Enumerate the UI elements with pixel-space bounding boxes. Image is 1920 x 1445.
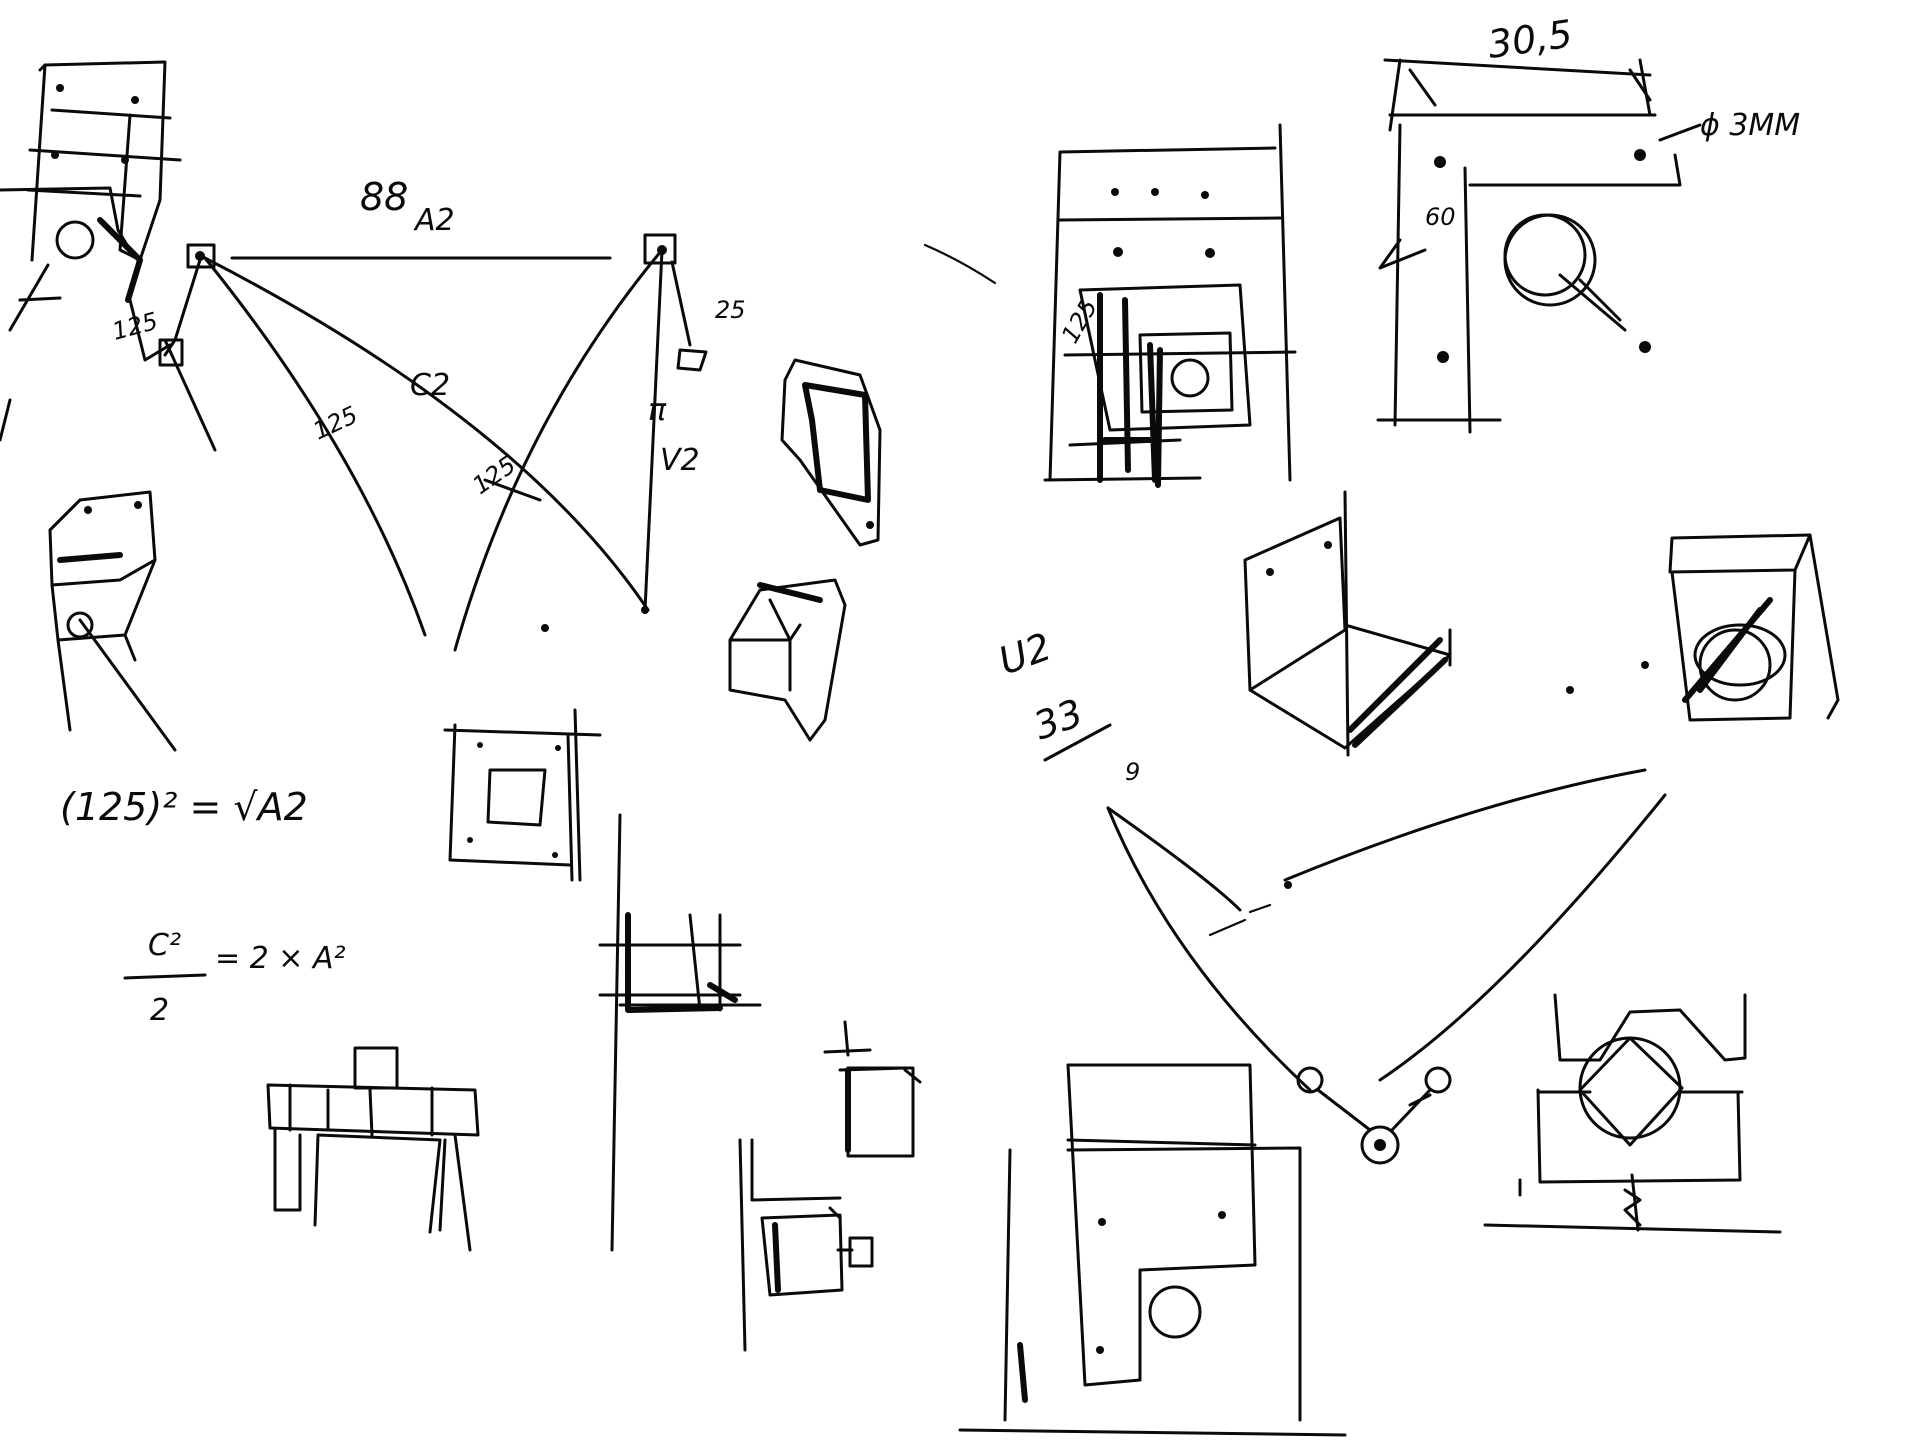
- triangle-diagram: C2 125 125 25 π V2 125: [109, 233, 746, 652]
- label-u2: U2: [993, 624, 1057, 683]
- frame-elevation-sketch: 125: [1043, 123, 1297, 488]
- label-c2: C2: [410, 368, 450, 403]
- round-on-base-sketch: [1483, 993, 1782, 1234]
- label-9: 9: [1125, 758, 1140, 786]
- label-60: 60: [1425, 203, 1456, 231]
- clamp-small-bottom: [738, 1138, 874, 1352]
- label-125-left: 125: [109, 307, 160, 346]
- label-pi: π: [648, 393, 667, 428]
- formula-2-num: C²: [148, 928, 181, 963]
- label-88: 88: [360, 175, 408, 219]
- label-a2: A2: [413, 203, 455, 238]
- pivot-node-left: [163, 243, 216, 357]
- bracket-sketch-topleft: [0, 60, 217, 452]
- label-3mm: ϕ 3MM: [1700, 108, 1800, 143]
- formula-1: (125)² = √A2: [60, 785, 308, 829]
- top-span: 88 A2: [230, 175, 612, 260]
- label-v2: V2: [660, 443, 700, 478]
- corner-detail: [598, 813, 762, 1252]
- chair-sketch: [48, 490, 177, 752]
- label-125-a: 125: [309, 401, 362, 446]
- isometric-corner-sketch: [1243, 490, 1452, 757]
- dimension-bracket-sketch: 30,5 ϕ 3MM 60: [1376, 12, 1800, 434]
- pulley-v-diagram: [1106, 768, 1667, 1165]
- formula-2-rhs: = 2 × A²: [215, 941, 346, 976]
- page-divider: [923, 243, 997, 285]
- label-25: 25: [715, 296, 746, 324]
- plate-sketch: [780, 358, 882, 547]
- square-frame: [443, 708, 602, 882]
- label-125-box: 125: [1056, 294, 1103, 348]
- clamp-sketch: [728, 578, 847, 742]
- bottom-bracket-elevation: [958, 1063, 1347, 1437]
- formula-2-den: 2: [150, 993, 169, 1028]
- clamp-small-top: [823, 1020, 922, 1158]
- formula-2: C² 2 = 2 × A²: [123, 928, 346, 1028]
- formula-1-text: (125)² = √A2: [60, 785, 308, 829]
- u2-label-group: U2 33 9: [993, 624, 1140, 786]
- cube-hole-sketch: [1566, 533, 1840, 722]
- table-sketch: [266, 1046, 480, 1252]
- label-30-5: 30,5: [1485, 12, 1575, 67]
